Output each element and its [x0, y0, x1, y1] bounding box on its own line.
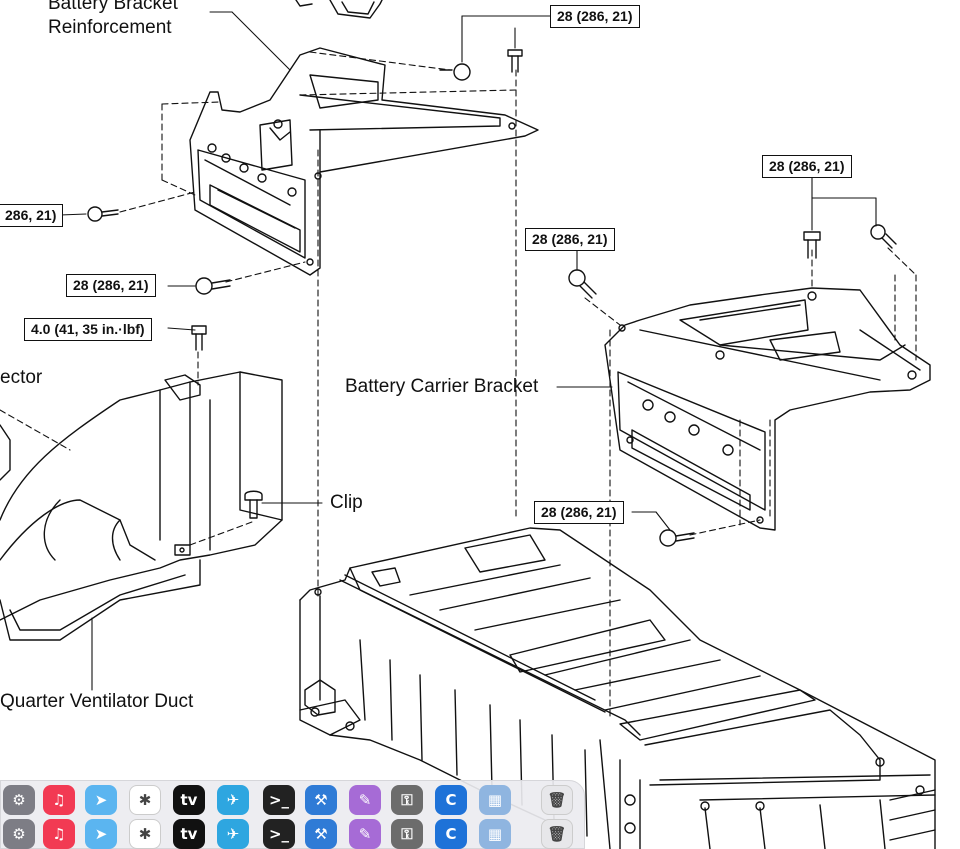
- c-icon[interactable]: C: [435, 819, 467, 849]
- label-connector: ector: [0, 367, 43, 388]
- slack-icon[interactable]: ✱: [129, 819, 161, 849]
- terminal-icon[interactable]: >_: [263, 819, 295, 849]
- battery-pack-part: [299, 527, 936, 849]
- slack-icon[interactable]: ✱: [129, 785, 161, 815]
- label-battery-bracket-line2: Reinforcement: [48, 17, 172, 38]
- torque-spec-carrier-top: 28 (286, 21): [762, 155, 852, 178]
- brush-icon[interactable]: ✎: [349, 785, 381, 815]
- torque-spec-top-right: 28 (286, 21): [550, 5, 640, 28]
- torque-spec-carrier-lower: 28 (286, 21): [534, 501, 624, 524]
- trash-icon[interactable]: 🗑: [541, 785, 573, 815]
- dock-row-bottom: ⚙ ♫ ➤ ✱ tv ✈ >_ ⚒ ✎ ⚿ C ▦ 🗑: [1, 817, 586, 849]
- label-clip: Clip: [330, 492, 363, 513]
- tv-icon[interactable]: tv: [173, 819, 205, 849]
- top-bracket-part: [295, 0, 383, 19]
- battery-carrier-bracket-part: [604, 287, 931, 531]
- torque-spec-carrier-left: 28 (286, 21): [525, 228, 615, 251]
- paper-plane-icon[interactable]: ✈: [217, 785, 249, 815]
- hammer-icon[interactable]: ⚒: [305, 819, 337, 849]
- battery-bracket-reinforcement-part: [189, 47, 539, 276]
- terminal-icon[interactable]: >_: [263, 785, 295, 815]
- tv-icon[interactable]: tv: [173, 785, 205, 815]
- photo-icon[interactable]: ▦: [479, 785, 511, 815]
- key-icon[interactable]: ⚿: [391, 785, 423, 815]
- paper-plane-icon[interactable]: ✈: [217, 819, 249, 849]
- torque-spec-left-upper: 286, 21): [0, 204, 64, 227]
- c-icon[interactable]: C: [435, 785, 467, 815]
- quarter-ventilator-duct-part: [0, 371, 283, 641]
- assembly-guide-lines: [0, 51, 917, 721]
- leader-lines: [59, 11, 877, 691]
- label-battery-bracket-line1: Battery Bracket: [48, 0, 178, 14]
- photo-icon[interactable]: ▦: [479, 819, 511, 849]
- map-icon[interactable]: ➤: [85, 785, 117, 815]
- music-note-icon[interactable]: ♫: [43, 819, 75, 849]
- dock-row-top: ⚙ ♫ ➤ ✱ tv ✈ >_ ⚒ ✎ ⚿ C ▦ 🗑: [1, 783, 586, 817]
- label-quarter-ventilator-duct: Quarter Ventilator Duct: [0, 691, 194, 712]
- duct-fasteners: [191, 325, 263, 519]
- dock: ⚙ ♫ ➤ ✱ tv ✈ >_ ⚒ ✎ ⚿ C ▦ 🗑 ⚙ ♫ ➤ ✱ tv ✈ >_ ⚒ ✎ ⚿ C ▦ 🗑: [0, 780, 585, 849]
- gear-icon[interactable]: ⚙: [3, 785, 35, 815]
- trash-icon[interactable]: 🗑: [541, 819, 573, 849]
- label-battery-carrier-bracket: Battery Carrier Bracket: [345, 376, 539, 397]
- bolts-reinforcement: [87, 49, 523, 295]
- map-icon[interactable]: ➤: [85, 819, 117, 849]
- brush-icon[interactable]: ✎: [349, 819, 381, 849]
- bolts-carrier: [568, 224, 897, 547]
- key-icon[interactable]: ⚿: [391, 819, 423, 849]
- hammer-icon[interactable]: ⚒: [305, 785, 337, 815]
- gear-icon[interactable]: ⚙: [3, 819, 35, 849]
- music-note-icon[interactable]: ♫: [43, 785, 75, 815]
- torque-spec-left-lower: 28 (286, 21): [66, 274, 156, 297]
- torque-spec-duct-bolt: 4.0 (41, 35 in.·lbf): [24, 318, 152, 341]
